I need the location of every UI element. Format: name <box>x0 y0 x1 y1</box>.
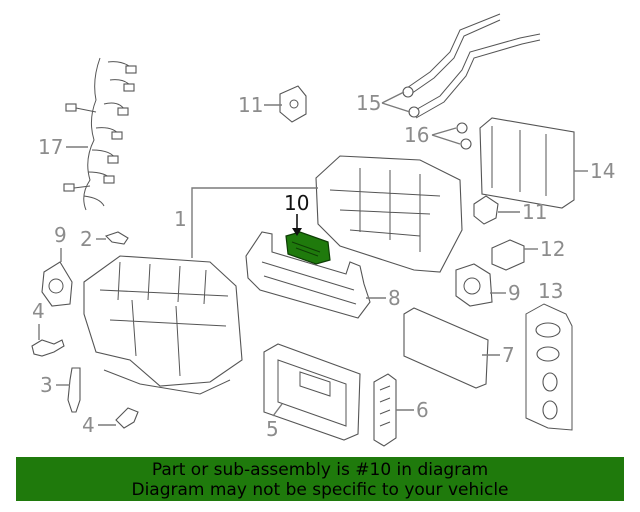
actuator-top-part <box>279 85 307 123</box>
callout-8: 8 <box>388 286 401 310</box>
leader-16 <box>431 127 461 145</box>
actuator-right-part <box>473 195 499 225</box>
callout-15: 15 <box>356 91 381 115</box>
info-banner: Part or sub-assembly is #10 in diagram D… <box>16 457 624 501</box>
bracket-6-part <box>373 373 397 447</box>
callout-13: 13 <box>538 279 563 303</box>
frame-5-part <box>263 343 361 441</box>
callout-11-right: 11 <box>522 200 547 224</box>
leader-10-arrowhead <box>292 228 302 236</box>
callout-4-upper: 4 <box>32 299 45 323</box>
sensor-upper-part <box>31 339 65 357</box>
upper-case-part <box>315 155 463 273</box>
module-12-part <box>491 239 525 271</box>
banner-line-1: Part or sub-assembly is #10 in diagram <box>151 460 489 480</box>
callout-11-top: 11 <box>238 93 263 117</box>
banner-line-2: Diagram may not be specific to your vehi… <box>131 480 509 500</box>
main-case-part <box>83 255 243 395</box>
leader-15 <box>381 91 411 113</box>
motor-left-part <box>41 261 73 307</box>
filter-7-part <box>403 307 489 389</box>
heater-core-part <box>479 117 575 209</box>
callout-17: 17 <box>38 135 63 159</box>
callout-6: 6 <box>416 398 429 422</box>
tubes-part <box>402 13 541 119</box>
callout-10: 10 <box>284 191 309 215</box>
highlighted-part-10 <box>285 231 331 265</box>
callout-2: 2 <box>80 227 93 251</box>
callout-9-right: 9 <box>508 281 521 305</box>
callout-9-left: 9 <box>54 223 67 247</box>
leader-1 <box>191 187 318 258</box>
grommet-kit-part <box>525 303 573 431</box>
sensor-lower-part <box>115 407 139 429</box>
callout-7: 7 <box>502 343 515 367</box>
wiring-harness-part <box>63 57 137 211</box>
callout-5: 5 <box>266 417 279 441</box>
motor-right-part <box>455 263 493 307</box>
callout-14: 14 <box>590 159 615 183</box>
grommets-part <box>456 122 472 150</box>
callout-4-lower: 4 <box>82 413 95 437</box>
callout-16: 16 <box>404 123 429 147</box>
sensor-3-part <box>67 367 81 413</box>
callout-1: 1 <box>174 207 187 231</box>
callout-3: 3 <box>40 373 53 397</box>
leader-5 <box>272 403 283 417</box>
callout-12: 12 <box>540 237 565 261</box>
clip-2-part <box>104 231 129 245</box>
duct-8-part <box>245 231 371 319</box>
